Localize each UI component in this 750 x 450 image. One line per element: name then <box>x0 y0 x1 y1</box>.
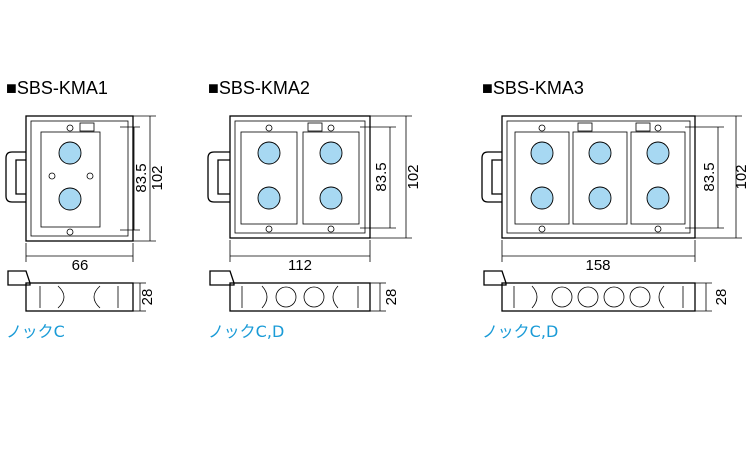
inner-dimension-label: 83.5 <box>701 162 718 191</box>
knockout-hole <box>319 186 343 210</box>
bottom-hook <box>7 270 31 286</box>
screw-hole <box>66 124 74 132</box>
clip-tab <box>79 122 95 132</box>
knockout-hole <box>588 186 612 210</box>
width-dimension-label: 112 <box>288 257 312 274</box>
inner-dimension-label: 83.5 <box>373 162 390 191</box>
front-view-kma3 <box>481 115 696 239</box>
knock-label-kma2: ノックC,D <box>208 322 284 341</box>
product-kma2: ■SBS-KMA2 112 102 <box>207 78 422 341</box>
gang-box-1 <box>240 131 298 225</box>
bottom-hook <box>483 270 507 286</box>
product-kma1: ■SBS-KMA1 66 102 <box>5 78 166 341</box>
knockout-d <box>577 286 599 308</box>
knockout-hole <box>588 141 612 165</box>
height-dimension-label: 102 <box>149 165 166 190</box>
dimensions-kma3: 158 102 83.5 <box>501 115 750 274</box>
knockout-hole <box>646 141 670 165</box>
gang-box-2 <box>302 131 360 225</box>
gang-box-1 <box>40 131 101 228</box>
width-dimension-label: 66 <box>72 257 89 274</box>
bottom-hook <box>209 270 235 286</box>
height-dimension-label: 102 <box>733 164 750 189</box>
side-hook <box>481 151 502 203</box>
bottom-view-kma2: 28 <box>209 270 400 312</box>
clip-tab <box>635 122 651 132</box>
bottom-view-kma3: 28 <box>483 270 730 312</box>
knockout-c <box>603 286 625 308</box>
knockout-hole <box>257 186 281 210</box>
knock-label-kma3: ノックC,D <box>482 322 558 341</box>
screw-hole <box>66 228 74 236</box>
knockout-hole <box>646 186 670 210</box>
front-view-kma2 <box>207 115 371 239</box>
screw-hole <box>86 172 94 180</box>
depth-dimension-label: 28 <box>713 289 730 306</box>
depth-dimension-label: 28 <box>139 289 156 306</box>
knockout-d <box>303 286 325 308</box>
knockout-hole <box>58 187 82 211</box>
height-dimension-label: 102 <box>405 164 422 189</box>
inner-frame <box>30 120 129 237</box>
knockout-hole <box>257 141 281 165</box>
clip-tab <box>307 122 323 132</box>
knockout-c <box>551 286 573 308</box>
bottom-body <box>229 282 371 312</box>
bottom-view-kma1: 28 <box>7 270 156 312</box>
product-title-kma3: ■SBS-KMA3 <box>482 78 584 98</box>
product-title-kma1: ■SBS-KMA1 <box>6 78 108 98</box>
outer-frame <box>229 115 371 239</box>
inner-frame <box>234 120 366 234</box>
product-kma3: ■SBS-KMA3 158 <box>481 78 750 341</box>
knockout-hole <box>58 141 82 165</box>
side-hook <box>5 151 26 203</box>
knockout-hole <box>530 141 554 165</box>
inner-dimension-label: 83.5 <box>133 163 150 192</box>
gang-box-1 <box>514 131 570 225</box>
gang-box-3 <box>630 131 686 225</box>
knockout-hole <box>530 186 554 210</box>
front-view-kma1 <box>5 115 134 242</box>
outer-frame <box>501 115 696 239</box>
bottom-body <box>25 282 134 312</box>
clip-tab <box>577 122 593 132</box>
depth-dimension-label: 28 <box>383 289 400 306</box>
dimensions-kma1: 66 102 83.5 <box>25 115 166 274</box>
side-hook <box>207 151 230 203</box>
width-dimension-label: 158 <box>585 257 610 274</box>
outer-frame <box>25 115 134 242</box>
knock-label-kma1: ノックC <box>6 322 65 341</box>
inner-frame <box>506 120 691 234</box>
dimensions-kma2: 112 102 83.5 <box>229 115 422 274</box>
product-title-kma2: ■SBS-KMA2 <box>208 78 310 98</box>
gang-box-2 <box>572 131 628 225</box>
knockout-hole <box>319 141 343 165</box>
screw-hole <box>48 172 56 180</box>
bottom-body <box>501 282 696 312</box>
knockout-c <box>275 286 297 308</box>
knockout-d <box>629 286 651 308</box>
